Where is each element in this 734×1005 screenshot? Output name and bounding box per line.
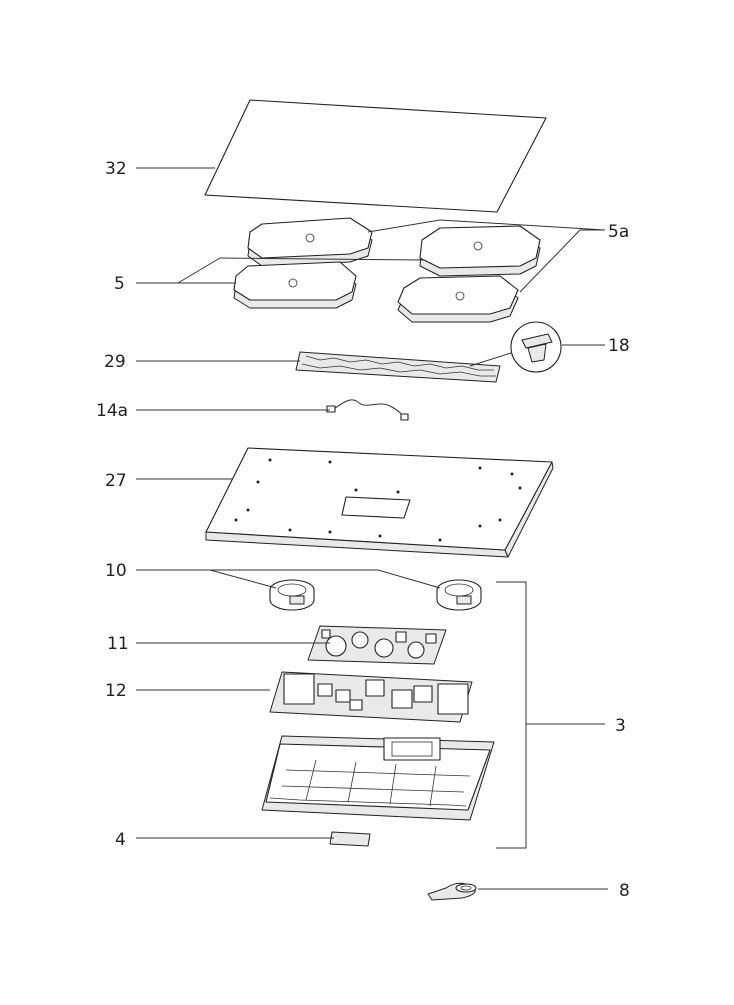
callout-5: 5 [114,274,125,294]
part-32-glass-top [204,99,547,213]
callout-11: 11 [107,634,129,654]
callout-29: 29 [104,352,126,372]
part-27-base-plate [205,447,554,558]
part-5-induction-coil-rear-right [419,225,541,277]
part-5-induction-coil-rear-left [247,217,373,267]
callout-18: 18 [608,336,630,356]
part-14a-cable [326,399,409,421]
part-5-induction-coil-front-left [233,261,357,309]
callout-4: 4 [115,830,126,850]
part-3-bottom-housing [261,735,495,821]
part-4-cover-clip [329,831,371,847]
leader-lines [136,167,608,890]
callout-10: 10 [105,561,127,581]
callout-3: 3 [615,716,626,736]
part-10-fan-left [269,579,315,611]
part-18-clip [510,321,562,373]
part-12-power-board [269,671,473,723]
part-11-filter-board [307,625,447,665]
callout-32: 32 [105,159,127,179]
part-8-seal-tape [427,882,477,901]
callout-5a: 5a [608,222,629,242]
part-29-support-bracket [295,351,501,383]
part-5-induction-coil-front-right [397,275,519,323]
part-10-fan-right [436,579,482,611]
callout-12: 12 [105,681,127,701]
callout-8: 8 [619,881,630,901]
callout-14a: 14a [96,401,128,421]
callout-27: 27 [105,471,127,491]
